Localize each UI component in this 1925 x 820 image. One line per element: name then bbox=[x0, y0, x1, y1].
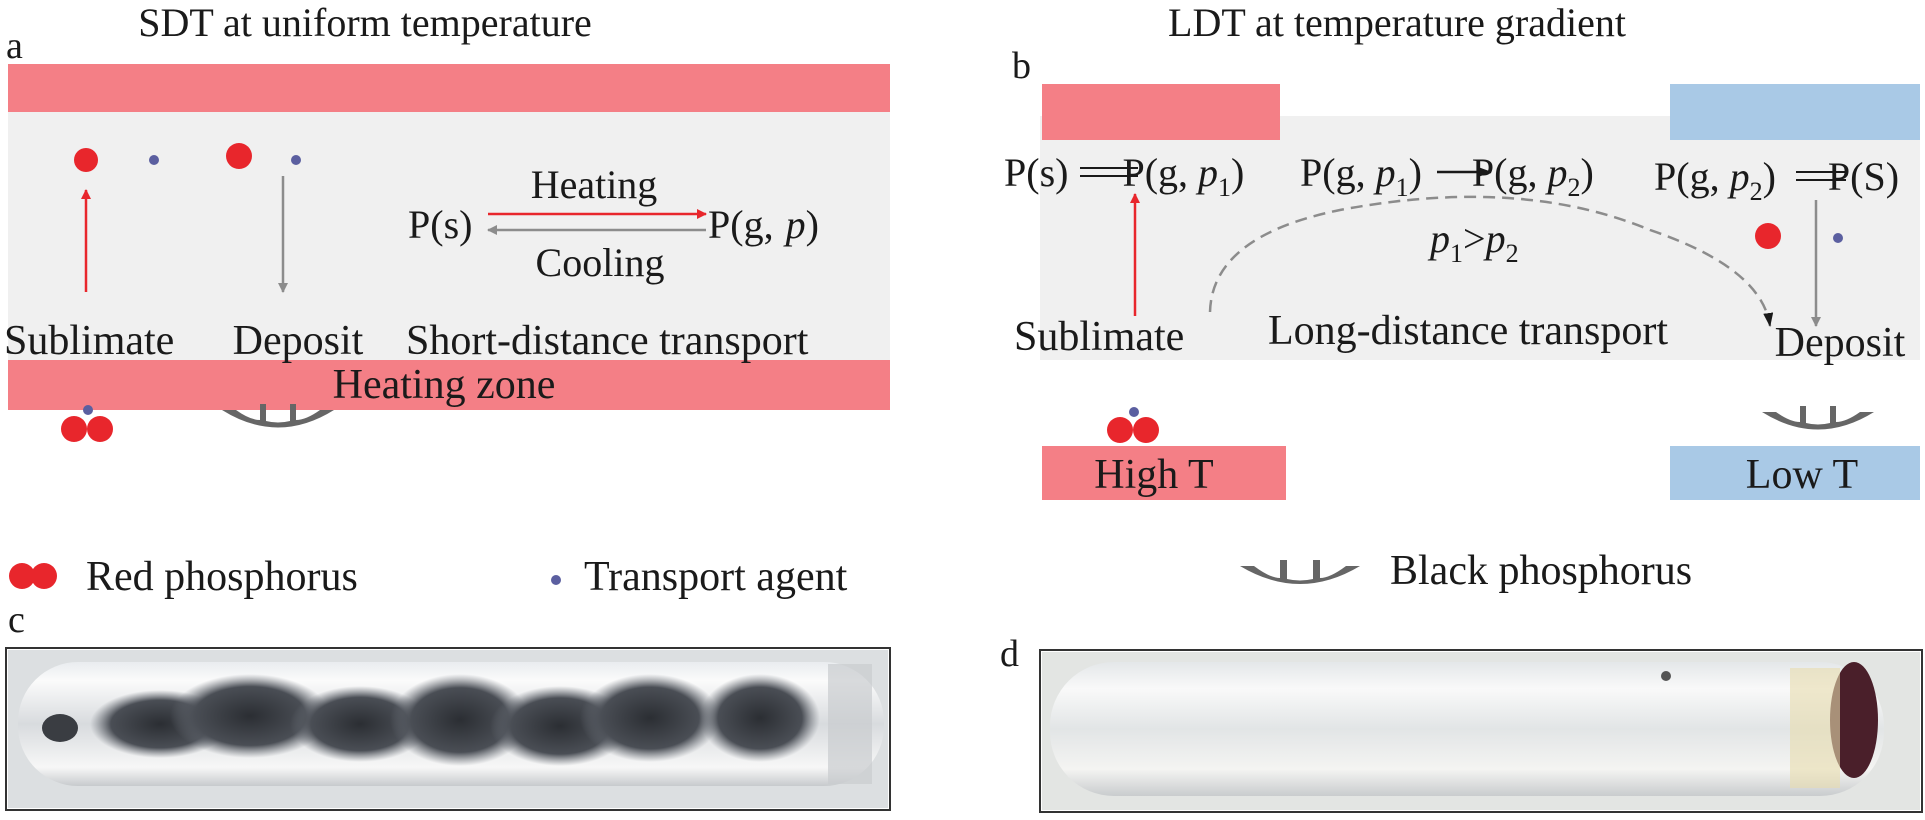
black-phosphorus-legend-icon bbox=[1240, 560, 1360, 584]
low-t-label: Low T bbox=[1746, 452, 1858, 498]
eq-left: P(s)P(g,p1) bbox=[1004, 150, 1244, 202]
panel-b-title: LDT at temperature gradient bbox=[1168, 0, 1626, 45]
panel-a-bottom bbox=[61, 404, 334, 442]
red-phosphorus-sphere bbox=[1133, 417, 1159, 443]
transport-agent-dot bbox=[83, 405, 93, 415]
sublimate-label-a: Sublimate bbox=[4, 318, 174, 364]
red-phosphorus-legend-icon bbox=[31, 563, 57, 589]
high-t-bar bbox=[1042, 446, 1286, 500]
long-transport-label: Long-distance transport bbox=[1268, 308, 1668, 354]
high-t-label: High T bbox=[1094, 452, 1213, 498]
red-phosphorus-legend-icon bbox=[9, 563, 35, 589]
transport-agent-dot bbox=[1833, 233, 1843, 243]
heating-bar-top bbox=[8, 64, 890, 112]
deposit-label-b: Deposit bbox=[1775, 320, 1906, 366]
legend-transport-agent: Transport agent bbox=[584, 554, 848, 600]
panel-a: SDT at uniform temperature a Heating zon… bbox=[4, 0, 890, 410]
ampoule-end-c bbox=[828, 664, 872, 784]
heating-zone-bar bbox=[8, 360, 890, 410]
short-transport-label: Short-distance transport bbox=[406, 318, 809, 364]
panel-d: d bbox=[1000, 633, 1923, 813]
legend: Red phosphorus Transport agent Black pho… bbox=[9, 548, 1692, 600]
reaction-right: P(g,p) bbox=[708, 202, 819, 247]
transport-agent-legend-icon bbox=[551, 575, 561, 585]
eq-mid: P(g,p1)P(g,p2) bbox=[1300, 150, 1594, 202]
black-phosphorus-icon bbox=[222, 404, 334, 428]
ampoule-tube-d bbox=[1050, 662, 1884, 796]
panel-a-title: SDT at uniform temperature bbox=[138, 0, 592, 45]
low-t-bar-top bbox=[1670, 84, 1920, 140]
panel-b-letter: b bbox=[1012, 45, 1031, 87]
heating-label: Heating bbox=[531, 162, 658, 207]
transport-agent-dot bbox=[149, 155, 159, 165]
long-transport-arrow bbox=[1208, 195, 1774, 327]
reaction-left: P(s) bbox=[408, 202, 472, 247]
black-phosphorus-icon bbox=[1762, 406, 1874, 430]
deposit-residue bbox=[1830, 662, 1878, 778]
tube-interior-a bbox=[8, 112, 890, 360]
deposit-label-a: Deposit bbox=[233, 318, 364, 364]
speck bbox=[1661, 671, 1671, 681]
pressure-inequality: p1>p2 bbox=[1427, 216, 1519, 268]
cooling-label: Cooling bbox=[536, 240, 665, 285]
low-t-bar bbox=[1670, 446, 1920, 500]
yellow-tint bbox=[1790, 668, 1840, 788]
panel-d-letter: d bbox=[1000, 633, 1019, 675]
panel-c-letter: c bbox=[8, 599, 25, 641]
legend-red-phosphorus: Red phosphorus bbox=[86, 554, 358, 600]
transport-agent-dot bbox=[1129, 407, 1139, 417]
black-phosphorus-crystals-c bbox=[42, 674, 820, 766]
red-phosphorus-sphere bbox=[1107, 417, 1133, 443]
panel-a-letter: a bbox=[6, 25, 23, 67]
red-phosphorus-sphere bbox=[74, 148, 98, 172]
sublimate-label-b: Sublimate bbox=[1014, 314, 1184, 360]
red-phosphorus-sphere bbox=[1755, 223, 1781, 249]
red-phosphorus-sphere bbox=[87, 416, 113, 442]
panel-b: LDT at temperature gradient b High T Low… bbox=[1004, 0, 1920, 500]
heating-zone-label: Heating zone bbox=[333, 362, 556, 408]
transport-agent-dot bbox=[291, 155, 301, 165]
eq-right: P(g,p2)P(S) bbox=[1654, 154, 1899, 206]
panel-c: c bbox=[5, 599, 891, 811]
legend-black-phosphorus: Black phosphorus bbox=[1390, 548, 1692, 594]
high-t-bar-top bbox=[1042, 84, 1280, 140]
red-phosphorus-sphere bbox=[61, 416, 87, 442]
red-phosphorus-sphere bbox=[226, 143, 252, 169]
